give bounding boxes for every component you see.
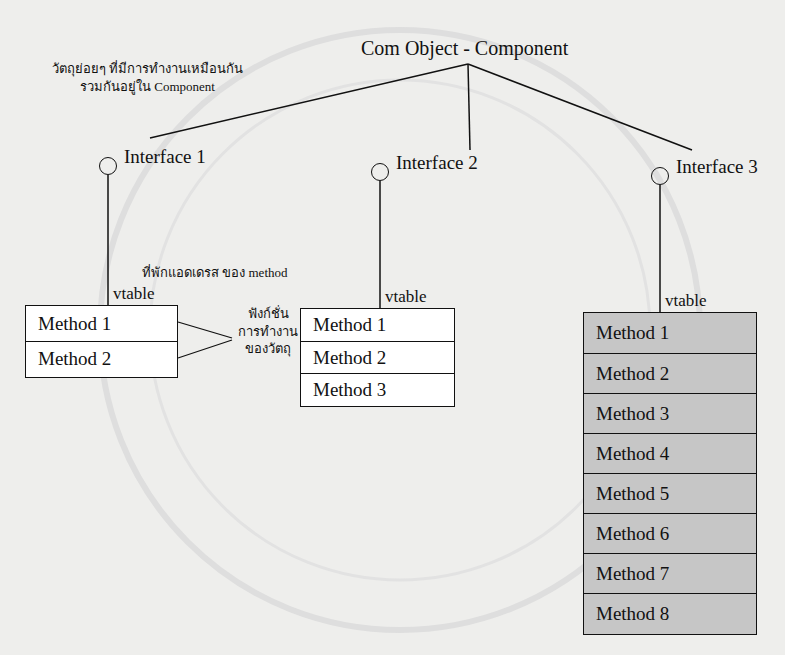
method-row: Method 3 [301, 373, 454, 405]
method-name: Method 3 [596, 403, 669, 425]
method-row: Method 5 [584, 473, 756, 513]
method-name: Method 2 [313, 347, 386, 369]
interface-connector [659, 185, 661, 312]
method-row: Method 3 [584, 393, 756, 433]
watermark-seal [150, 80, 650, 580]
method-row: Method 6 [584, 513, 756, 553]
method-row: Method 1 [26, 306, 177, 341]
interface-label: Interface 1 [124, 146, 206, 169]
method-name: Method 3 [313, 379, 386, 401]
vtable-box: vtableMethod 1Method 2Method 3Method 4Me… [583, 312, 757, 635]
method-row: Method 1 [584, 313, 756, 353]
interface-circle: Interface 3 [651, 167, 669, 185]
tree-line [468, 64, 470, 150]
note-text: ที่พักแอดเดรส ของ method [142, 264, 288, 282]
method-name: Method 6 [596, 523, 669, 545]
tree-line [468, 64, 692, 150]
method-row: Method 4 [584, 433, 756, 473]
method-name: Method 1 [313, 314, 386, 336]
method-name: Method 4 [596, 443, 669, 465]
method-row: Method 2 [584, 353, 756, 393]
vtable-box: vtableMethod 1Method 2 [25, 305, 178, 378]
interface-connector [379, 181, 381, 308]
method-name: Method 7 [596, 563, 669, 585]
interface-circle: Interface 2 [371, 163, 389, 181]
method-row: Method 1 [301, 309, 454, 341]
method-row: Method 2 [26, 341, 177, 376]
method-name: Method 2 [38, 348, 111, 370]
method-name: Method 8 [596, 603, 669, 625]
diagram-title: Com Object - Component [361, 36, 568, 60]
vtable-heading: vtable [385, 287, 427, 307]
method-name: Method 2 [596, 363, 669, 385]
method-name: Method 1 [38, 313, 111, 335]
note-text: ฟังก์ชั่น การทำงาน ของวัตถุ [236, 305, 300, 358]
interface-connector [107, 175, 109, 305]
interface-label: Interface 2 [396, 152, 478, 175]
interface-label: Interface 3 [676, 156, 758, 179]
vtable-box: vtableMethod 1Method 2Method 3 [300, 308, 455, 407]
interface-circle: Interface 1 [99, 157, 117, 175]
method-row: Method 2 [301, 341, 454, 373]
method-name: Method 1 [596, 322, 669, 344]
vtable-heading: vtable [113, 284, 155, 304]
note-text: วัตถุย่อยๆ ที่มีการทำงานเหมือนกัน รวมกัน… [40, 60, 255, 95]
vtable-heading: vtable [665, 291, 707, 311]
method-row: Method 7 [584, 553, 756, 593]
watermark-seal [100, 30, 700, 630]
method-name: Method 5 [596, 483, 669, 505]
method-row: Method 8 [584, 593, 756, 633]
leader-line [178, 340, 232, 358]
leader-line [178, 322, 232, 338]
